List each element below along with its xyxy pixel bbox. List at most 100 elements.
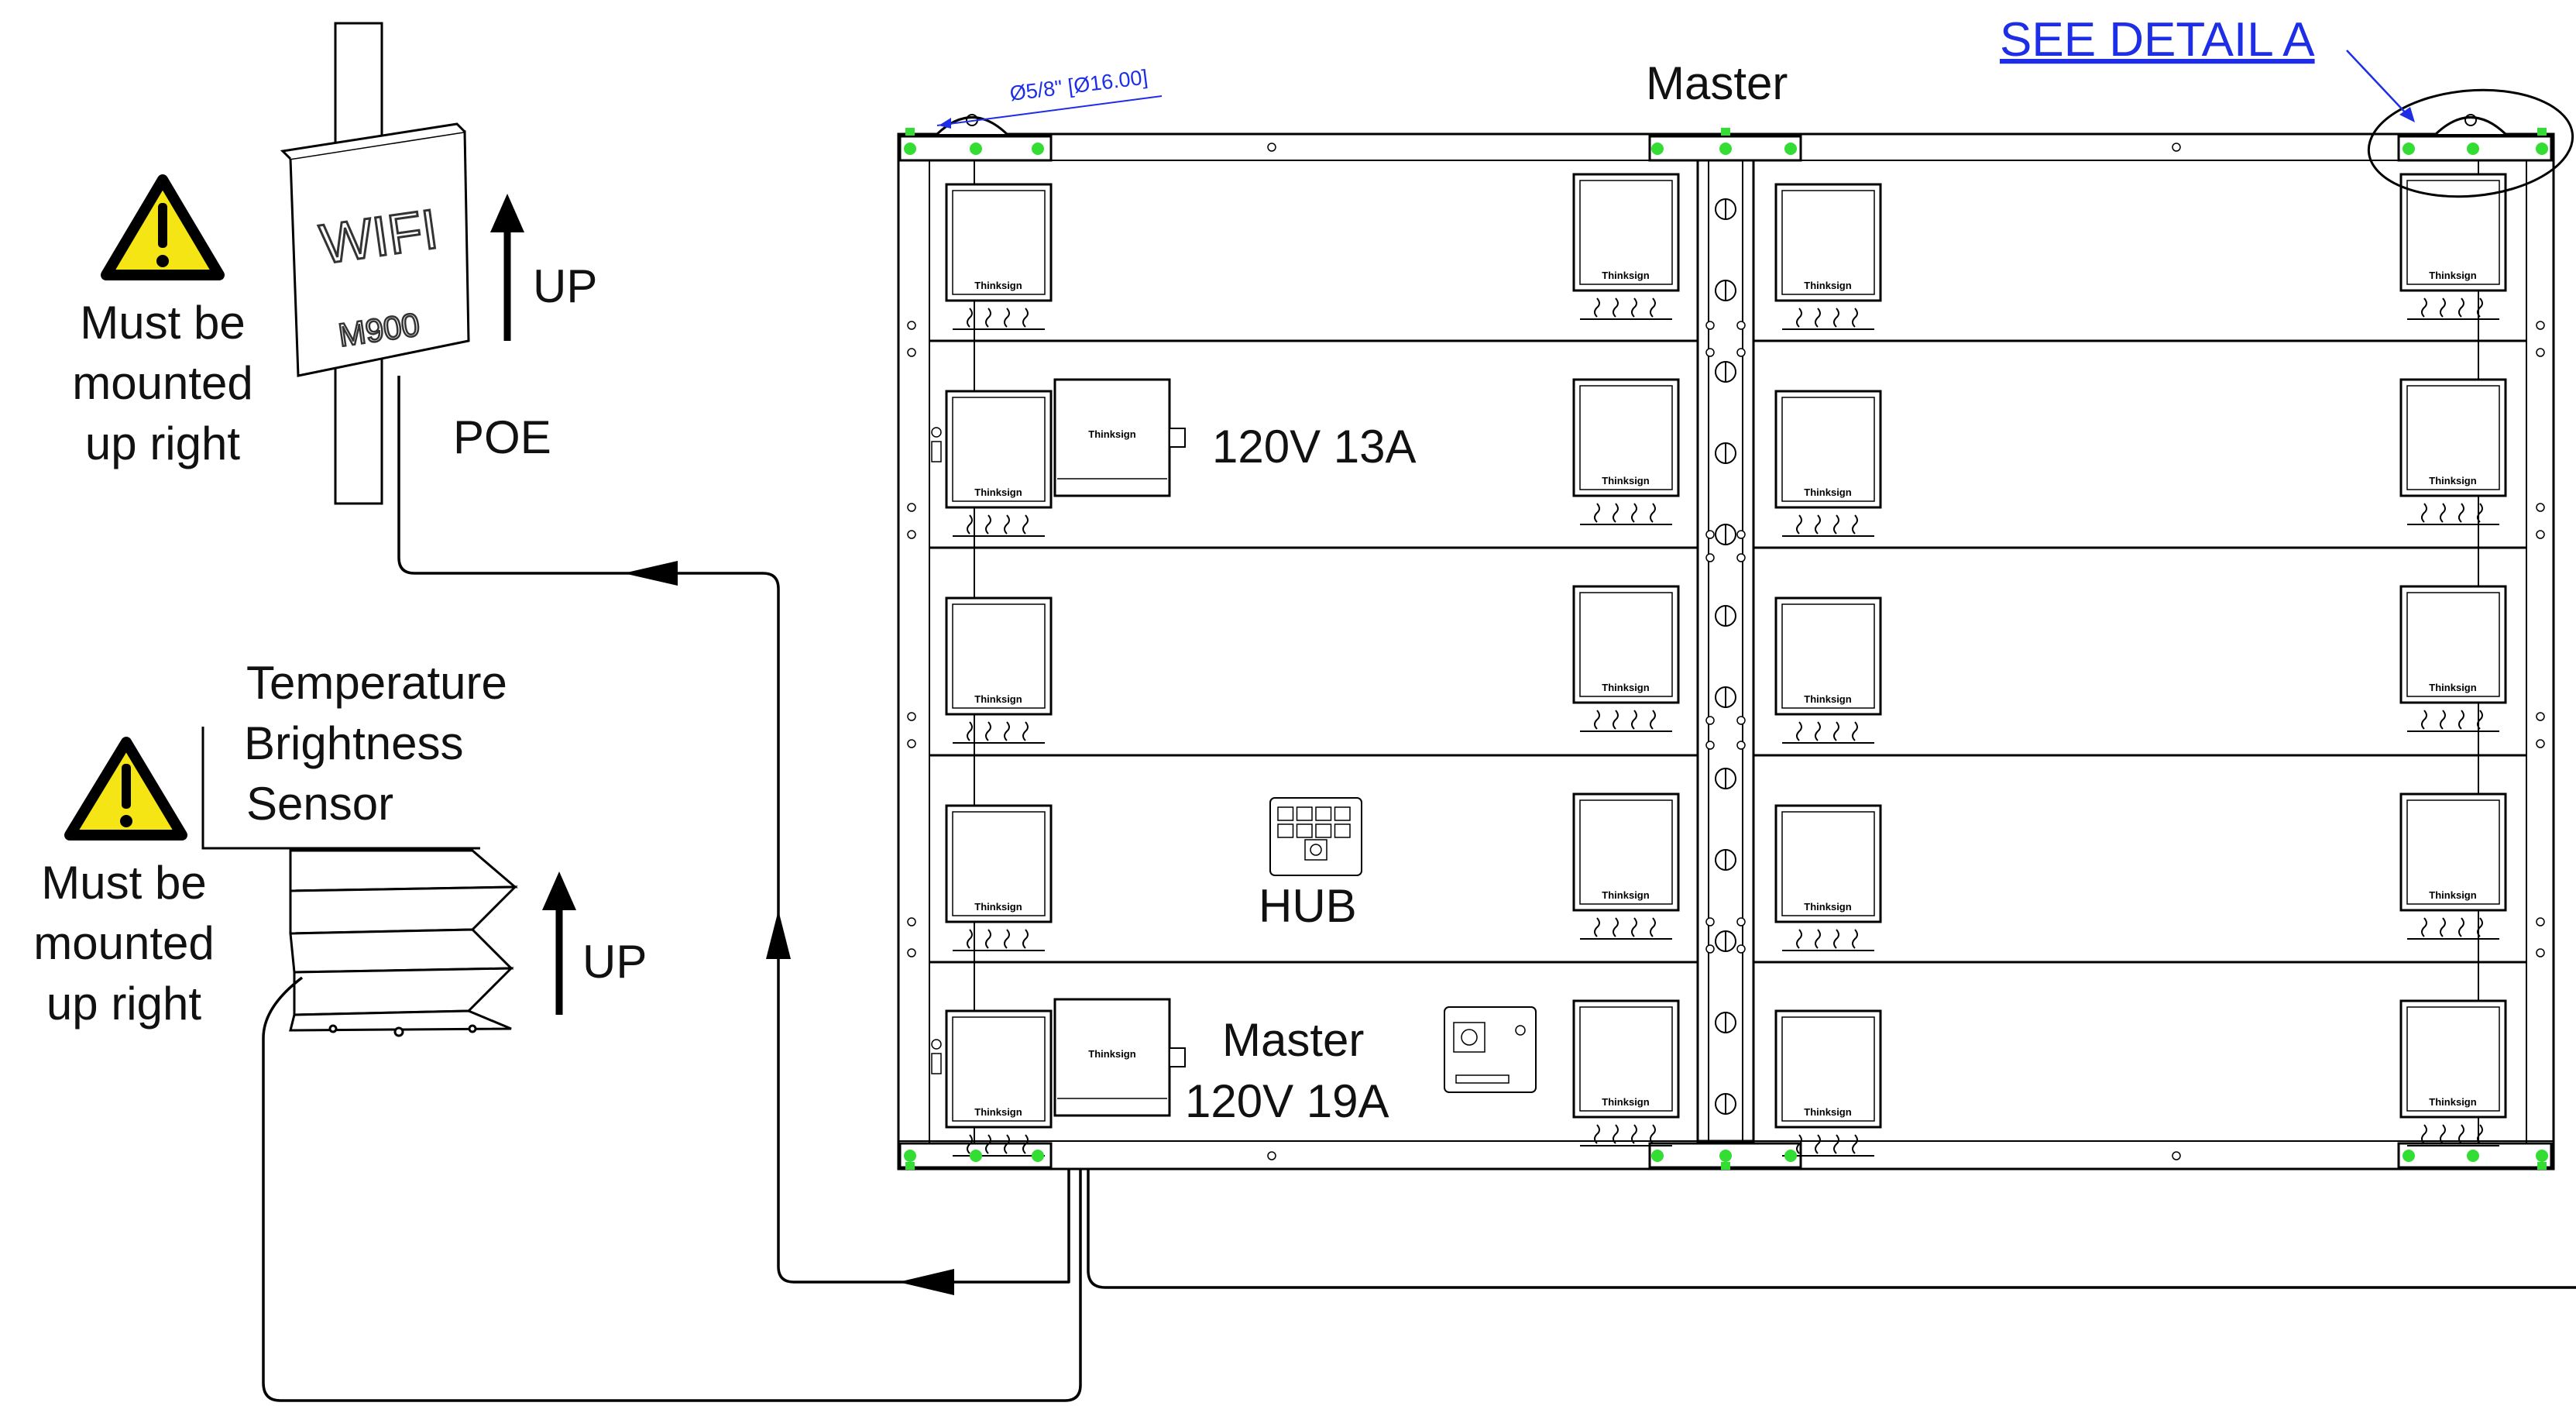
brand-label: Thinksign	[1602, 889, 1649, 901]
fan-icon: Thinksign	[1572, 378, 1680, 525]
warning-text-1-line-1: Must be	[80, 297, 245, 349]
fan-icon: Thinksign	[945, 1009, 1053, 1157]
detail-leader-line	[2346, 50, 2409, 117]
mount-hole	[907, 917, 916, 926]
mount-hole	[1736, 741, 1746, 750]
brand-label: Thinksign	[1804, 1106, 1851, 1118]
warning-text-1-line-3: up right	[85, 418, 240, 469]
up-label-sensor: UP	[582, 936, 647, 988]
mount-dot	[2403, 1150, 2415, 1162]
mount-hole	[1705, 917, 1715, 926]
mount-hole	[1705, 321, 1715, 330]
warning-text-1-line-2: mounted	[72, 357, 253, 409]
up-arrow-icon	[490, 194, 524, 341]
mount-hole	[1705, 553, 1715, 562]
mount-hole	[907, 739, 916, 748]
power-supply-icon: Thinksign	[1053, 998, 1186, 1117]
fan-icon: Thinksign	[1774, 1009, 1882, 1157]
fan-icon: Thinksign	[945, 390, 1053, 537]
hole-dimension: Ø5/8" [Ø16.00]	[1008, 65, 1149, 105]
mount-dot	[1784, 1150, 1797, 1162]
brand-label: Thinksign	[1602, 682, 1649, 693]
fan-icon: Thinksign	[1572, 585, 1680, 732]
fan-icon: Thinksign	[2399, 585, 2507, 732]
warning-text-2-line-2: mounted	[33, 917, 215, 969]
mount-dot	[1032, 143, 1044, 155]
mount-hole	[1705, 944, 1715, 954]
mount-dot	[2536, 1150, 2548, 1162]
mount-hole	[1736, 321, 1746, 330]
brand-label: Thinksign	[1804, 693, 1851, 705]
fan-icon: Thinksign	[1572, 792, 1680, 940]
brand-label: Thinksign	[1602, 270, 1649, 281]
fan-icon: Thinksign	[1572, 999, 1680, 1146]
sensor-label-line-1: Temperature	[246, 657, 507, 709]
up-label-wifi: UP	[533, 260, 597, 312]
fan-icon: Thinksign	[945, 596, 1053, 744]
receiver-board-icon	[1444, 1006, 1537, 1093]
mount-hole	[1736, 944, 1746, 954]
wifi-device-icon	[289, 130, 470, 377]
mount-dot	[1651, 1150, 1664, 1162]
mount-hole	[907, 530, 916, 539]
brand-label: Thinksign	[1088, 428, 1135, 440]
brand-label: Thinksign	[2429, 475, 2476, 486]
see-detail-a-link[interactable]: SEE DETAIL A	[2000, 13, 2315, 67]
sensor-cable	[262, 976, 1082, 1402]
dimension-leader	[1008, 95, 1163, 117]
mount-dot	[904, 1150, 916, 1162]
poe-cable	[397, 376, 1070, 1284]
mount-dot	[1719, 1150, 1732, 1162]
dimension-arrow	[939, 118, 951, 129]
mount-dot	[1784, 143, 1797, 155]
master-lower-label: Master	[1222, 1014, 1364, 1066]
wifi-unit	[280, 22, 470, 505]
cable-arrows	[623, 561, 954, 1295]
mount-hole	[1705, 348, 1715, 357]
mount-hole	[2536, 503, 2545, 512]
mount-hole	[907, 712, 916, 721]
mount-hole	[1736, 348, 1746, 357]
fan-icon: Thinksign	[1774, 183, 1882, 330]
cables	[262, 376, 2576, 1402]
brand-label: Thinksign	[974, 1106, 1022, 1118]
fan-icon: Thinksign	[1774, 390, 1882, 537]
fan-icon: Thinksign	[1572, 173, 1680, 320]
detail-leader-arrow	[2399, 107, 2415, 122]
top-master-label: Master	[1646, 57, 1788, 109]
sensor-icon	[201, 727, 518, 1037]
fan-icon: Thinksign	[2399, 378, 2507, 525]
power-cable	[1087, 1108, 2576, 1289]
detail-a-callout	[2367, 88, 2574, 198]
mount-dot	[2536, 143, 2548, 155]
fan-icon: Thinksign	[1774, 596, 1882, 744]
warning-icon	[101, 174, 225, 280]
brand-label: Thinksign	[1804, 901, 1851, 913]
mount-hole	[907, 321, 916, 330]
brand-label: Thinksign	[2429, 270, 2476, 281]
mount-hole	[1736, 530, 1746, 539]
mount-dot	[970, 143, 982, 155]
power-upper-label: 120V 13A	[1212, 421, 1417, 473]
mount-dot	[904, 143, 916, 155]
mount-hole	[2536, 917, 2545, 926]
brand-label: Thinksign	[974, 901, 1022, 913]
mount-hole	[1736, 917, 1746, 926]
arrow-left-icon-2	[898, 1269, 954, 1295]
sensor-label-line-2: Brightness	[244, 717, 463, 769]
brand-label: Thinksign	[974, 280, 1022, 291]
brand-label: Thinksign	[2429, 682, 2476, 693]
brand-label: Thinksign	[1602, 475, 1649, 486]
mount-hole	[907, 948, 916, 957]
mount-dot	[1719, 143, 1732, 155]
warning-icon-2	[64, 737, 187, 841]
mount-hole	[1705, 716, 1715, 725]
rail-hole	[1267, 143, 1276, 152]
mount-dot	[1651, 143, 1664, 155]
hub-board-icon	[1269, 797, 1362, 876]
sensor-label-line-3: Sensor	[246, 778, 393, 830]
rail-hole	[2172, 143, 2181, 152]
